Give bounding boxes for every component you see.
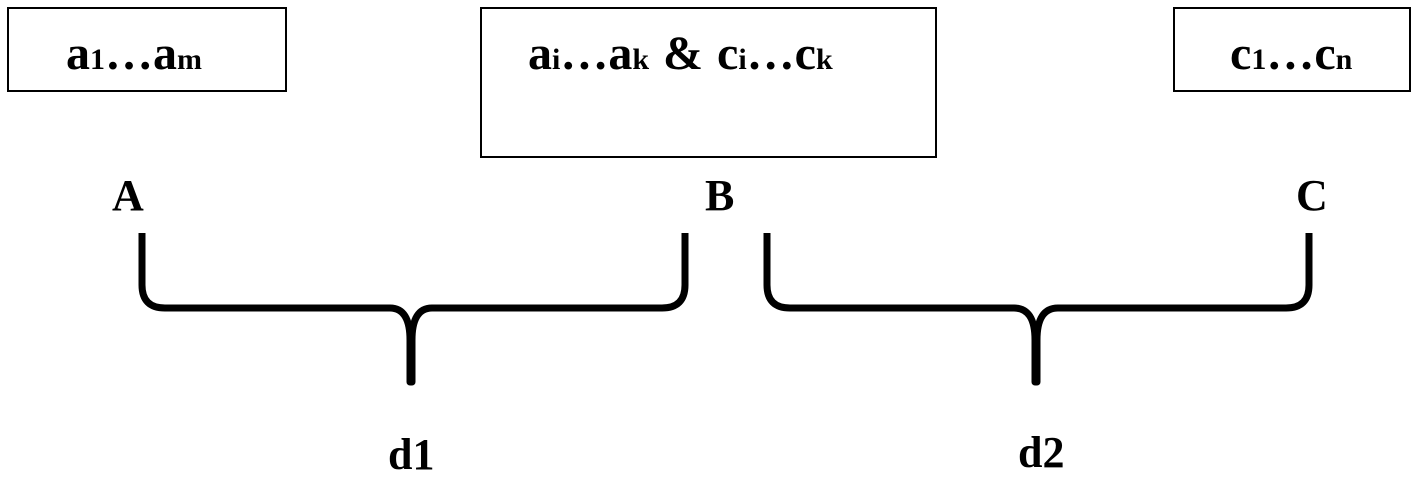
set-c-label: c1…cn [1230, 27, 1353, 80]
point-c-label: C [1296, 171, 1328, 220]
set-a-label: a1…am [66, 27, 202, 80]
point-b-label: B [705, 171, 735, 220]
set-c-box [1173, 7, 1411, 92]
distance-d1-label: d1 [388, 430, 435, 479]
set-a-box [7, 7, 287, 92]
distance-d2-label: d2 [1018, 428, 1065, 477]
intersection-box [480, 7, 937, 158]
brace-d1 [138, 233, 689, 386]
brace-d2 [763, 233, 1313, 386]
point-a-label: A [112, 171, 144, 220]
intersection-label: ai…ak&ci…ck [528, 27, 833, 80]
